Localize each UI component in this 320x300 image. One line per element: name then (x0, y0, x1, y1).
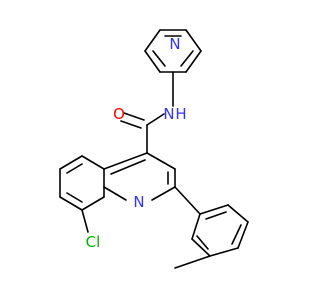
bond-cl (81, 209, 89, 233)
bond-pyr-8 (180, 50, 194, 67)
bond-b-2 (59, 155, 83, 170)
quinoline-nitrogen-label: N (133, 193, 144, 211)
bond-q-4 (103, 186, 127, 201)
bond-pyr-9 (152, 50, 166, 67)
bond-q-6 (103, 152, 148, 170)
bond-b-5 (81, 196, 105, 211)
bond-layer (59, 29, 249, 269)
bond-t-link (174, 186, 201, 215)
bond-t-1 (199, 204, 229, 215)
bond-t-me (174, 255, 211, 269)
chlorine-label: Cl (86, 233, 101, 251)
bond-b-1 (81, 155, 105, 170)
pyridine-nitrogen-label: N (169, 35, 180, 53)
carbonyl-oxygen-label: O (113, 105, 125, 123)
molecule-canvas: N N H O N Cl (59, 29, 249, 269)
structure-diagram: N N H O N Cl (59, 29, 249, 269)
bond-b-8 (66, 192, 83, 203)
amide-nitrogen-label: N (163, 105, 174, 123)
bond-b-7 (66, 163, 83, 174)
bond-t-5 (191, 238, 211, 257)
bond-q-1 (146, 152, 176, 170)
bond-q-7 (110, 159, 146, 175)
bond-nh-c (146, 113, 165, 126)
atom-labels: N N H O N Cl (86, 35, 187, 251)
bond-b-4 (59, 196, 83, 211)
bond-pyr-5 (144, 50, 161, 73)
bond-pyr-2 (185, 29, 202, 52)
bond-t-2 (227, 204, 249, 223)
bond-pyr-3 (185, 50, 202, 73)
bond-pyr-6 (144, 29, 161, 52)
bond-t-8 (231, 224, 242, 245)
bond-t-6 (191, 213, 201, 240)
bond-t-3 (237, 221, 249, 249)
amide-hydrogen-label: H (175, 105, 186, 123)
bond-c-o-1 (123, 112, 145, 121)
bond-c-o-2 (120, 120, 142, 129)
bond-t-9 (196, 235, 209, 250)
bond-q-3 (151, 186, 176, 201)
bond-t-7 (205, 211, 227, 220)
bond-t-4 (209, 247, 239, 257)
